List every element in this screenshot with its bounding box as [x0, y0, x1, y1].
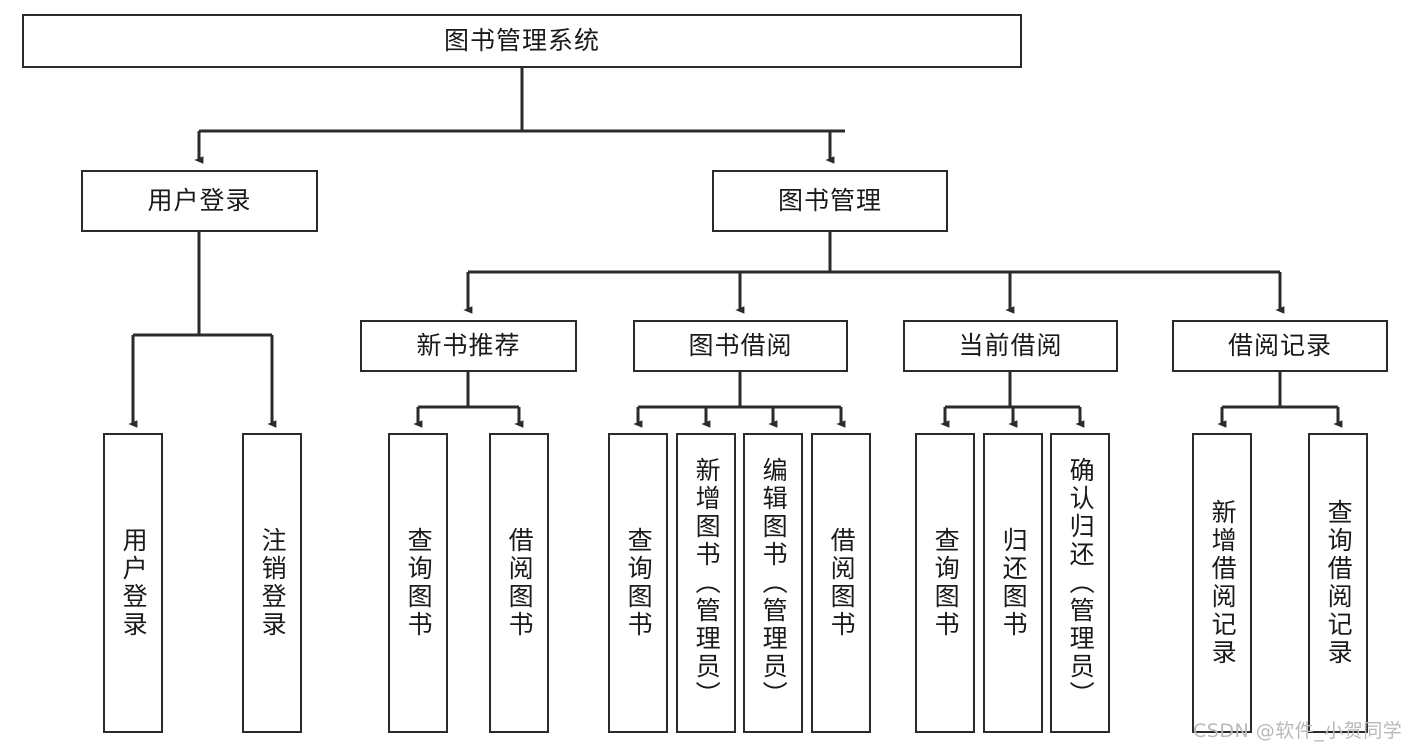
node-label: 图书管理: [777, 186, 882, 216]
node-current-borrow[interactable]: 当前借阅: [903, 320, 1118, 372]
node-label: 借阅图书: [505, 527, 535, 639]
leaf-current-borrow-return-book[interactable]: 归还图书: [983, 433, 1043, 733]
node-user-login[interactable]: 用户登录: [81, 170, 318, 232]
node-label: 查询图书: [624, 527, 654, 639]
leaf-book-borrow-edit-book-admin[interactable]: 编辑图书（管理员）: [743, 433, 803, 733]
node-label: 用户登录: [119, 527, 149, 639]
node-label: 新书推荐: [416, 331, 521, 361]
node-label: 新增借阅记录: [1208, 499, 1238, 667]
node-label: 编辑图书（管理员）: [759, 457, 789, 709]
csdn-watermark: CSDN @软件_小贺同学: [1193, 720, 1403, 742]
leaf-new-book-borrow-book[interactable]: 借阅图书: [489, 433, 549, 733]
node-label: 确认归还（管理员）: [1066, 457, 1096, 709]
leaf-current-borrow-query-book[interactable]: 查询图书: [915, 433, 975, 733]
node-label: 新增图书（管理员）: [692, 457, 722, 709]
node-label: 查询借阅记录: [1324, 499, 1354, 667]
leaf-borrow-record-add-record[interactable]: 新增借阅记录: [1192, 433, 1252, 733]
leaf-book-borrow-add-book-admin[interactable]: 新增图书（管理员）: [676, 433, 736, 733]
leaf-borrow-record-query-record[interactable]: 查询借阅记录: [1308, 433, 1368, 733]
node-label: 用户登录: [147, 186, 252, 216]
node-label: 注销登录: [258, 527, 288, 639]
node-label: 查询图书: [404, 527, 434, 639]
leaf-book-borrow-borrow-book[interactable]: 借阅图书: [811, 433, 871, 733]
node-label: 当前借阅: [958, 331, 1063, 361]
node-new-book-recommend[interactable]: 新书推荐: [360, 320, 577, 372]
leaf-user-login-login[interactable]: 用户登录: [103, 433, 163, 733]
leaf-current-borrow-confirm-return-admin[interactable]: 确认归还（管理员）: [1050, 433, 1110, 733]
node-label: 查询图书: [931, 527, 961, 639]
node-label: 借阅记录: [1227, 331, 1332, 361]
node-borrow-record[interactable]: 借阅记录: [1172, 320, 1388, 372]
node-label: 借阅图书: [827, 527, 857, 639]
leaf-new-book-query-book[interactable]: 查询图书: [388, 433, 448, 733]
leaf-user-login-logout[interactable]: 注销登录: [242, 433, 302, 733]
node-book-management[interactable]: 图书管理: [712, 170, 948, 232]
node-book-borrow[interactable]: 图书借阅: [633, 320, 848, 372]
node-label: 图书管理系统: [443, 26, 600, 56]
node-label: 图书借阅: [688, 331, 793, 361]
node-root-book-management-system[interactable]: 图书管理系统: [22, 14, 1022, 68]
leaf-book-borrow-query-book[interactable]: 查询图书: [608, 433, 668, 733]
node-label: 归还图书: [999, 527, 1029, 639]
